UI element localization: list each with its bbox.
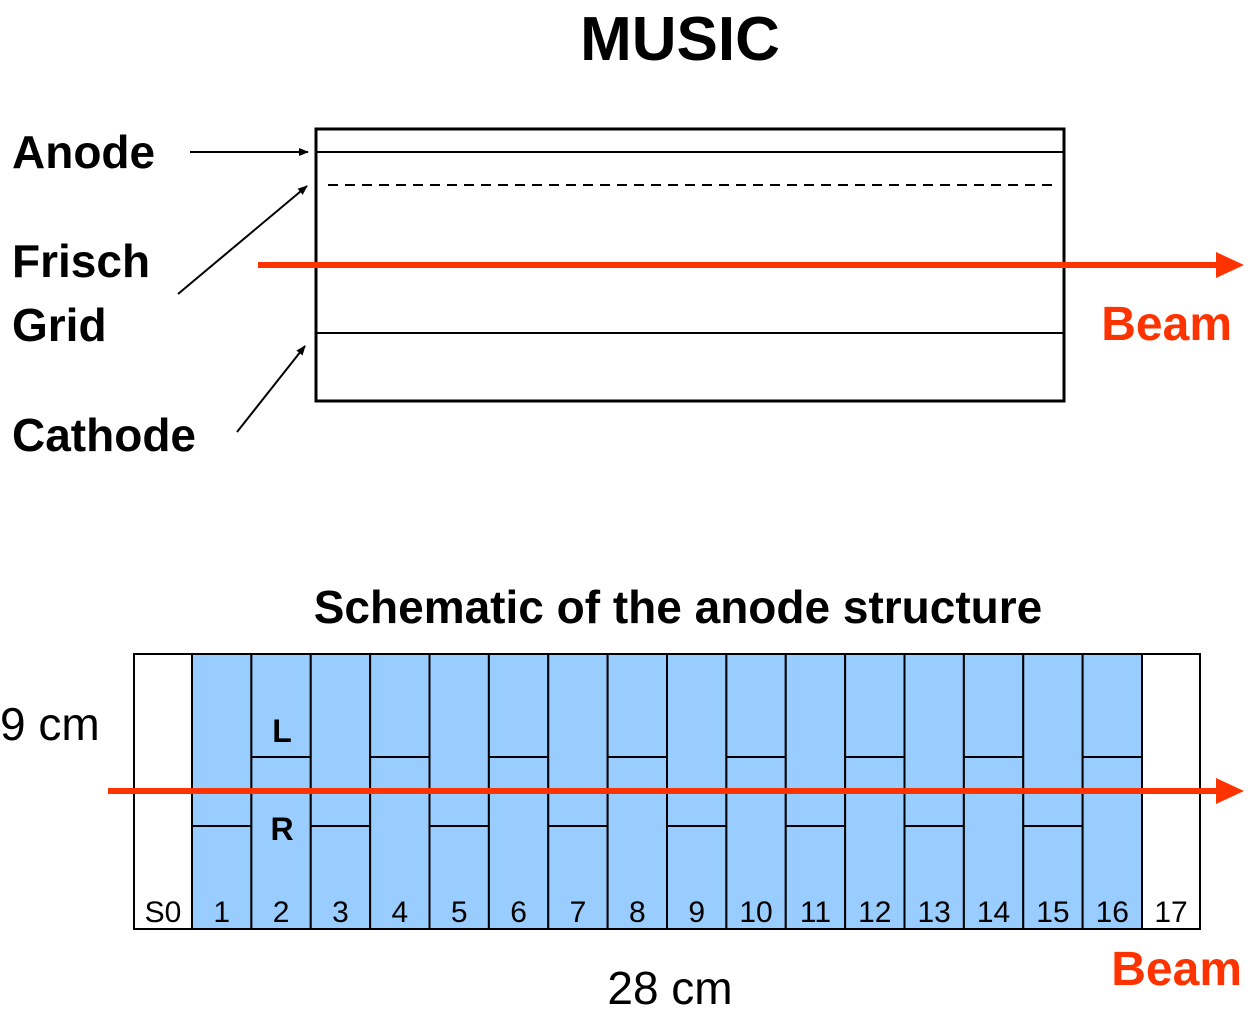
top-beam-arrow xyxy=(258,252,1244,278)
strip-label-6: 6 xyxy=(510,896,527,929)
bottom-beam-label: Beam xyxy=(1111,943,1242,996)
frisch-grid-label-line2: Grid xyxy=(12,299,107,351)
frisch-grid-label-line1: Frisch xyxy=(12,235,150,287)
page-title: MUSIC xyxy=(580,5,780,74)
strip-label-14: 14 xyxy=(977,896,1010,929)
strip-label-5: 5 xyxy=(451,896,468,929)
strip-label-11: 11 xyxy=(800,896,831,929)
end-strip-s0-label: S0 xyxy=(145,896,182,929)
anode-label: Anode xyxy=(12,126,155,178)
strip-label-4: 4 xyxy=(391,896,408,929)
width-dimension-label: 28 cm xyxy=(607,962,732,1014)
strip-label-15: 15 xyxy=(1036,896,1069,929)
height-dimension-label: 9 cm xyxy=(0,698,100,750)
strip-label-16: 16 xyxy=(1096,896,1129,929)
cathode-pointer-arrow xyxy=(236,345,306,433)
schematic-title: Schematic of the anode structure xyxy=(314,581,1043,633)
strip-label-10: 10 xyxy=(739,896,772,929)
strip-label-12: 12 xyxy=(858,896,891,929)
end-strip-17-label: 17 xyxy=(1154,896,1187,929)
right-half-label: R xyxy=(270,811,293,847)
frisch-grid-pointer-arrow xyxy=(177,185,308,295)
strip-label-13: 13 xyxy=(918,896,951,929)
strip-label-8: 8 xyxy=(629,896,646,929)
left-half-label: L xyxy=(272,713,292,749)
top-beam-label: Beam xyxy=(1101,298,1232,351)
strip-label-1: 1 xyxy=(213,896,230,929)
strip-label-2: 2 xyxy=(273,896,290,929)
strip-label-3: 3 xyxy=(332,896,349,929)
strip-label-9: 9 xyxy=(688,896,705,929)
strip-label-7: 7 xyxy=(570,896,587,929)
bottom-beam-arrow xyxy=(108,778,1244,804)
cathode-label: Cathode xyxy=(12,409,196,461)
